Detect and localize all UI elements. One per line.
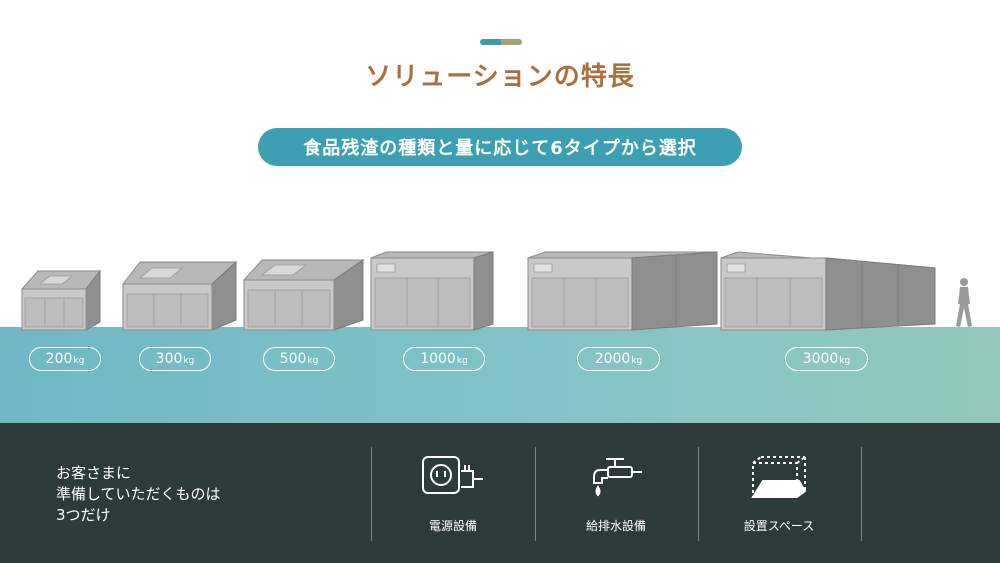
intro-line: 準備していただくものは xyxy=(56,485,221,503)
machine-500kg xyxy=(242,259,365,331)
subtitle-pill: 食品残渣の種類と量に応じて6タイプから選択 xyxy=(258,128,742,166)
machine-300kg xyxy=(121,260,238,331)
machine-200kg xyxy=(20,269,102,331)
requirements-intro: お客さまに 準備していただくものは 3つだけ xyxy=(56,463,221,526)
capacity-value: 300 xyxy=(155,351,183,367)
requirement-water: 給排水設備 xyxy=(556,453,676,534)
capacity-band xyxy=(0,327,1000,423)
person-silhouette-icon xyxy=(956,278,972,327)
capacity-unit: kg xyxy=(183,356,195,366)
machine-2000kg xyxy=(527,251,718,331)
requirement-label: 設置スペース xyxy=(743,519,815,533)
capacity-unit: kg xyxy=(73,356,85,366)
divider xyxy=(535,447,536,541)
requirement-power: 電源設備 xyxy=(393,453,513,534)
machine-3000kg xyxy=(720,251,936,331)
capacity-value: 200 xyxy=(45,351,73,367)
capacity-value: 3000 xyxy=(802,351,839,367)
page-title: ソリューションの特長 xyxy=(365,62,635,92)
title-accent-bar xyxy=(480,39,522,45)
capacity-unit: kg xyxy=(456,356,468,366)
requirements-footer: お客さまに 準備していただくものは 3つだけ 電源設備 給排水設備 xyxy=(0,423,1000,563)
divider xyxy=(371,447,372,541)
capacity-value: 1000 xyxy=(420,351,456,367)
water-faucet-icon xyxy=(593,458,642,497)
requirement-label: 電源設備 xyxy=(428,519,477,533)
requirement-space: 設置スペース xyxy=(719,453,839,534)
intro-line: 3つだけ xyxy=(56,506,111,524)
requirement-label: 給排水設備 xyxy=(585,519,646,533)
capacity-value: 2000 xyxy=(594,351,631,367)
intro-line: お客さまに xyxy=(56,464,132,482)
divider xyxy=(861,447,862,541)
power-outlet-icon xyxy=(422,456,483,494)
installation-space-icon xyxy=(751,456,807,498)
capacity-unit: kg xyxy=(839,356,851,366)
capacity-unit: kg xyxy=(631,356,643,366)
capacity-value: 500 xyxy=(279,351,307,367)
capacity-unit: kg xyxy=(307,356,319,366)
machine-1000kg xyxy=(370,251,494,331)
machine-lineup xyxy=(20,251,972,331)
divider xyxy=(698,447,699,541)
